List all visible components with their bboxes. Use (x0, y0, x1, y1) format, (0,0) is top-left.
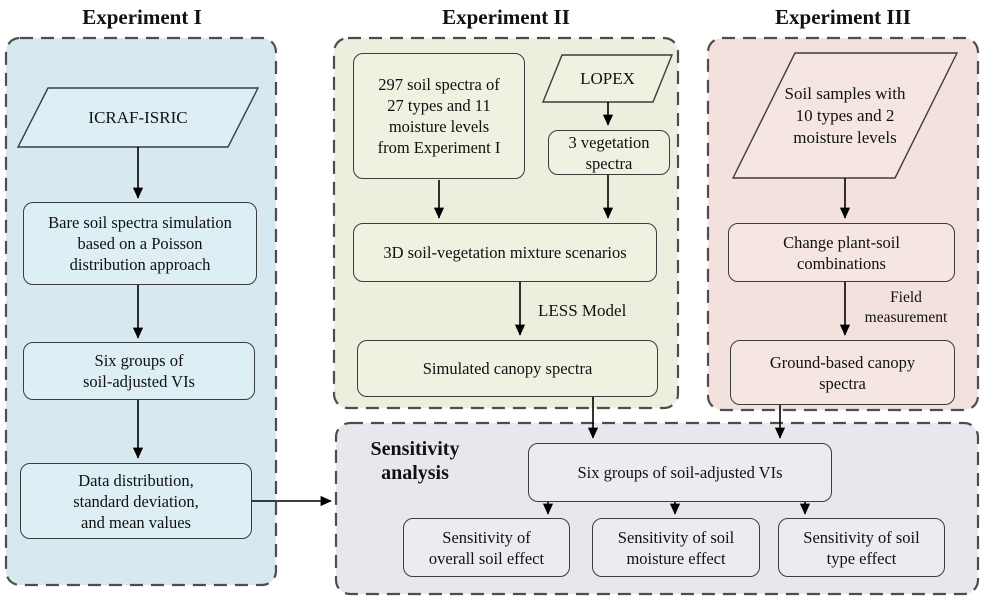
field-measurement-label: Field measurement (864, 289, 948, 326)
icraf-isric-label: ICRAF-ISRIC (88, 107, 188, 127)
ground-based-canopy-box: Ground-based canopy spectra (730, 340, 955, 405)
experiment3-title: Experiment III (775, 5, 911, 29)
experiment1-title: Experiment I (82, 5, 202, 29)
lopex-label: LOPEX (580, 68, 635, 88)
six-groups-vis-exp1-box: Six groups of soil-adjusted VIs (23, 342, 255, 400)
experiment1-container (4, 36, 278, 587)
simulated-canopy-box: Simulated canopy spectra (357, 340, 658, 397)
sensitivity-analysis-label: Sensitivity analysis (370, 438, 460, 484)
sensitivity-soil-moisture-box: Sensitivity of soil moisture effect (592, 518, 760, 577)
sensitivity-soil-type-box: Sensitivity of soil type effect (778, 518, 945, 577)
change-plant-soil-box: Change plant-soil combinations (728, 223, 955, 282)
less-model-label: LESS Model (538, 301, 627, 320)
vegetation-spectra-box: 3 vegetation spectra (548, 130, 670, 175)
soil-spectra-297-box: 297 soil spectra of 27 types and 11 mois… (353, 53, 525, 179)
sensitivity-overall-soil-box: Sensitivity of overall soil effect (403, 518, 570, 577)
lopex-parallelogram (541, 54, 674, 103)
experiment2-title: Experiment II (442, 5, 570, 29)
soil-samples-label: Soil samples with 10 types and 2 moistur… (784, 83, 906, 147)
data-distribution-box: Data distribution, standard deviation, a… (20, 463, 252, 539)
icraf-isric-parallelogram (16, 87, 260, 148)
mixture-scenarios-box: 3D soil-vegetation mixture scenarios (353, 223, 657, 282)
six-groups-vis-sensitivity-box: Six groups of soil-adjusted VIs (528, 443, 832, 502)
bare-soil-simulation-box: Bare soil spectra simulation based on a … (23, 202, 257, 285)
soil-samples-parallelogram (731, 52, 959, 179)
